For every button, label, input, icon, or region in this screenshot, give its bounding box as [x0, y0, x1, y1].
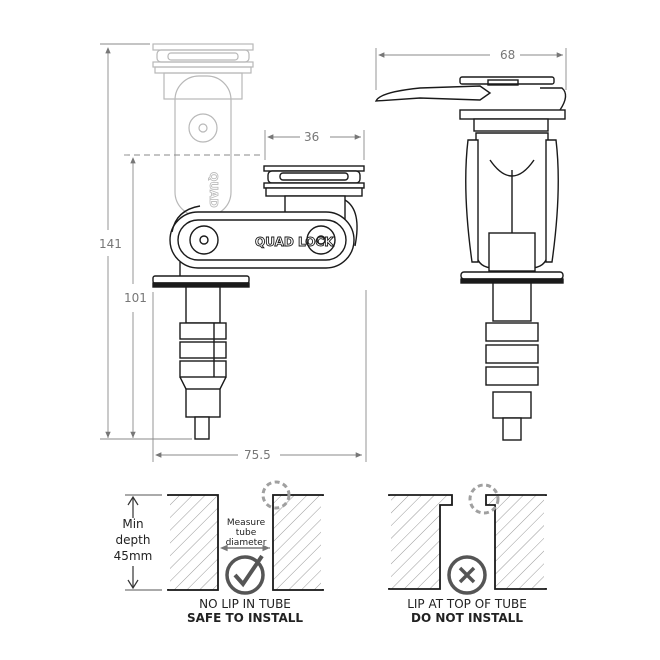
measure-label-3: diameter: [226, 538, 267, 548]
safe-caption-line2: SAFE TO INSTALL: [187, 611, 303, 625]
measure-label-2: tube: [236, 528, 257, 538]
unsafe-caption-line2: DO NOT INSTALL: [411, 611, 523, 625]
front-view-mount: [374, 76, 567, 441]
unsafe-caption-line1: LIP AT TOP OF TUBE: [407, 597, 527, 611]
dim-68: 68: [500, 48, 515, 62]
brand-text: QUAD LOCK: [255, 235, 334, 249]
depth-label-value: 45mm: [114, 549, 153, 563]
safe-caption-line1: NO LIP IN TUBE: [199, 597, 291, 611]
dim-141: 141: [99, 237, 122, 251]
side-view-mount: [152, 165, 365, 440]
dim-101: 101: [124, 291, 147, 305]
dashed-circle: [261, 480, 291, 510]
depth-label-depth: depth: [116, 533, 151, 547]
measure-label-1: Measure: [227, 518, 266, 528]
depth-label-min: Min: [122, 517, 143, 531]
ghost-raised-head: [152, 43, 254, 217]
unsafe-install-diagram: [386, 483, 549, 595]
dim-75-5: 75.5: [244, 448, 271, 462]
dim-36: 36: [304, 130, 319, 144]
x-circle-icon: [447, 555, 487, 595]
safe-install-diagram: [125, 480, 326, 595]
side-dimensions: [100, 43, 367, 462]
check-circle-icon: [225, 554, 265, 595]
dashed-circle: [468, 483, 500, 515]
front-dimensions: [375, 48, 567, 90]
